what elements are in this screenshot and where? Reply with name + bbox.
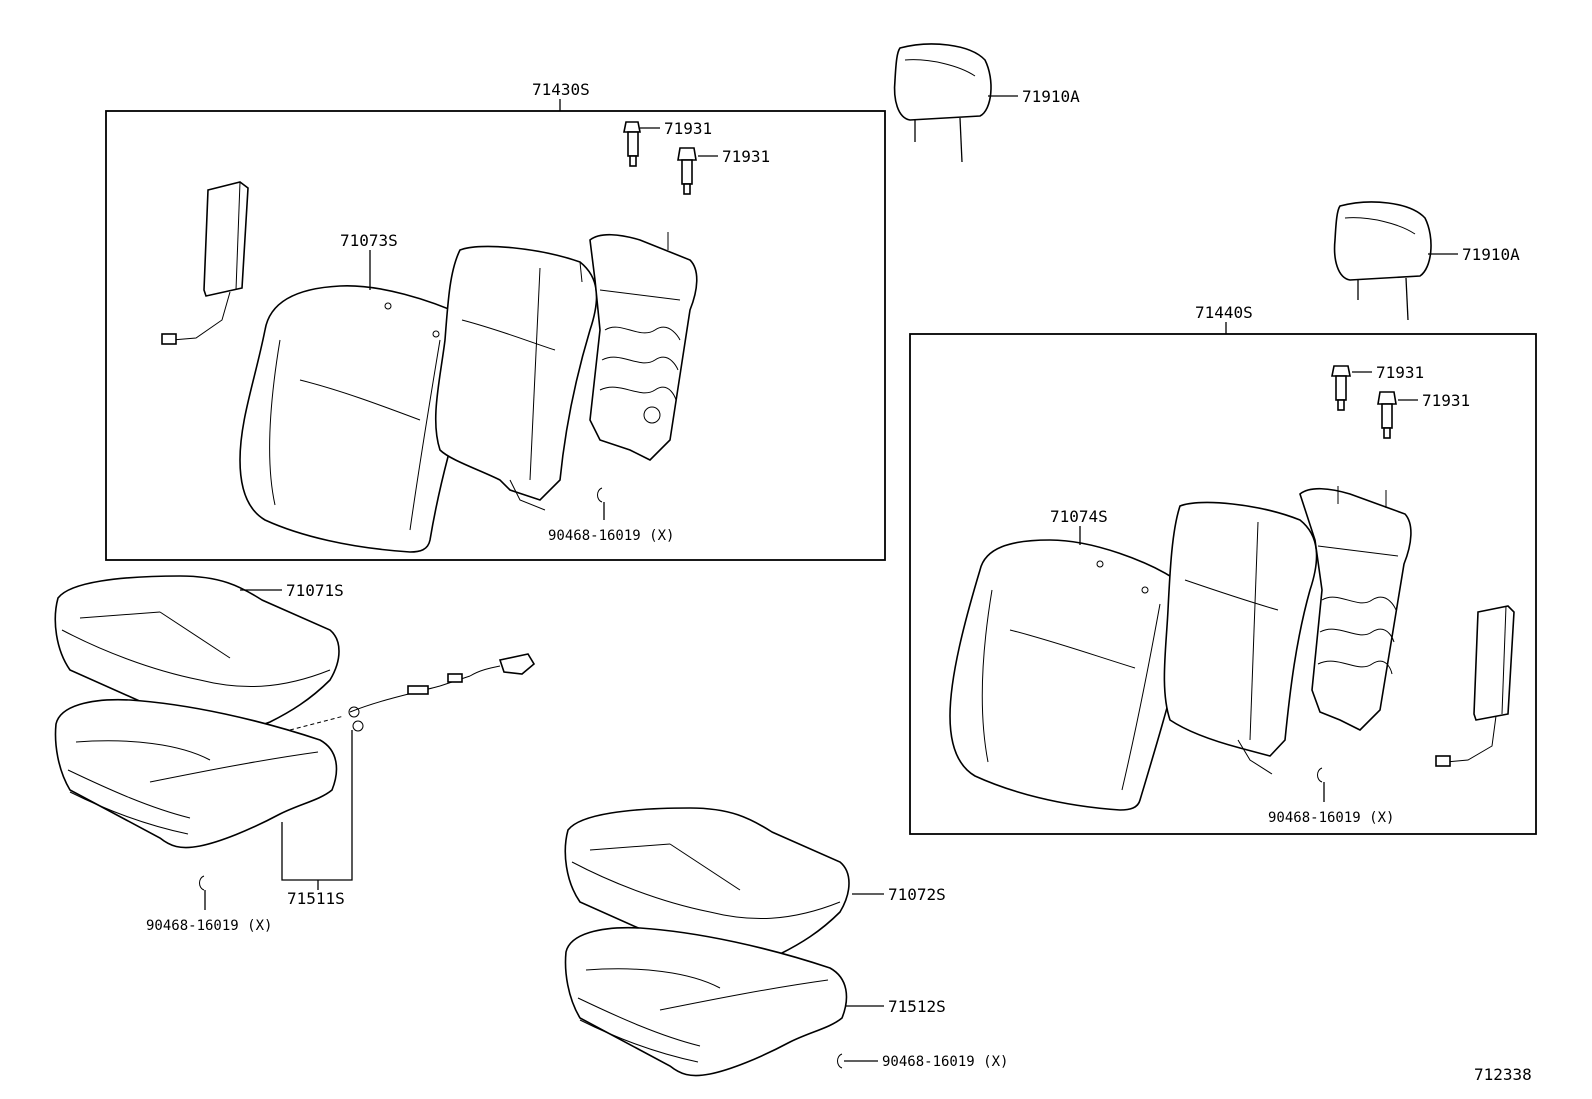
headrest-lower bbox=[1333, 201, 1432, 321]
back-pad-left bbox=[434, 245, 598, 511]
label-71440S[interactable]: 71440S bbox=[1195, 303, 1253, 322]
label-71931-right-1[interactable]: 71931 bbox=[1376, 363, 1424, 382]
hog-ring-right-back bbox=[1317, 767, 1323, 783]
cushion-pad-left bbox=[54, 698, 338, 849]
back-frame-right bbox=[1299, 486, 1412, 731]
label-71931-right-2[interactable]: 71931 bbox=[1422, 391, 1470, 410]
left-back-assembly-group: 71430S 71073S bbox=[105, 80, 886, 561]
hog-ring-left-back bbox=[597, 487, 603, 503]
label-90468-16019-left-cushion[interactable]: 90468-16019 (X) bbox=[146, 918, 272, 934]
hog-ring-right-cushion bbox=[837, 1053, 843, 1069]
back-frame-left bbox=[579, 232, 698, 461]
label-90468-16019-left-back[interactable]: 90468-16019 (X) bbox=[548, 528, 674, 544]
label-71073S[interactable]: 71073S bbox=[340, 231, 398, 250]
label-71430S[interactable]: 71430S bbox=[532, 80, 590, 99]
left-back-assembly-box bbox=[105, 110, 886, 561]
headrest-support-right-2 bbox=[1377, 391, 1397, 439]
label-71931-left-2[interactable]: 71931 bbox=[722, 147, 770, 166]
label-71931-left-1[interactable]: 71931 bbox=[664, 119, 712, 138]
label-71910A-lower[interactable]: 71910A bbox=[1462, 245, 1520, 264]
label-90468-16019-right-cushion[interactable]: 90468-16019 (X) bbox=[882, 1054, 1008, 1070]
label-71512S[interactable]: 71512S bbox=[888, 997, 946, 1016]
headrest-support-left-1 bbox=[623, 121, 641, 167]
cushion-pad-right bbox=[564, 926, 848, 1077]
headrest-upper bbox=[893, 43, 992, 163]
headrest-support-right-1 bbox=[1331, 365, 1351, 411]
cushion-wire-harness bbox=[289, 653, 536, 732]
label-71071S[interactable]: 71071S bbox=[286, 581, 344, 600]
hog-ring-left-cushion bbox=[199, 875, 205, 891]
back-cover-71074S bbox=[949, 539, 1192, 811]
label-71910A-upper[interactable]: 71910A bbox=[1022, 87, 1080, 106]
side-airbag-right bbox=[1435, 605, 1515, 767]
bracket-71511S bbox=[281, 730, 353, 881]
right-back-assembly-box bbox=[909, 333, 1537, 835]
label-71072S[interactable]: 71072S bbox=[888, 885, 946, 904]
right-back-assembly-group: 71440S 71074S bbox=[909, 303, 1537, 835]
label-90468-16019-right-back[interactable]: 90468-16019 (X) bbox=[1268, 810, 1394, 826]
back-pad-right bbox=[1163, 501, 1318, 775]
headrest-support-left-2 bbox=[677, 147, 697, 195]
back-cover-71073S bbox=[239, 285, 478, 553]
label-71074S[interactable]: 71074S bbox=[1050, 507, 1108, 526]
side-airbag-left bbox=[161, 181, 249, 345]
diagram-id: 712338 bbox=[1474, 1065, 1532, 1084]
label-71511S[interactable]: 71511S bbox=[287, 889, 345, 908]
